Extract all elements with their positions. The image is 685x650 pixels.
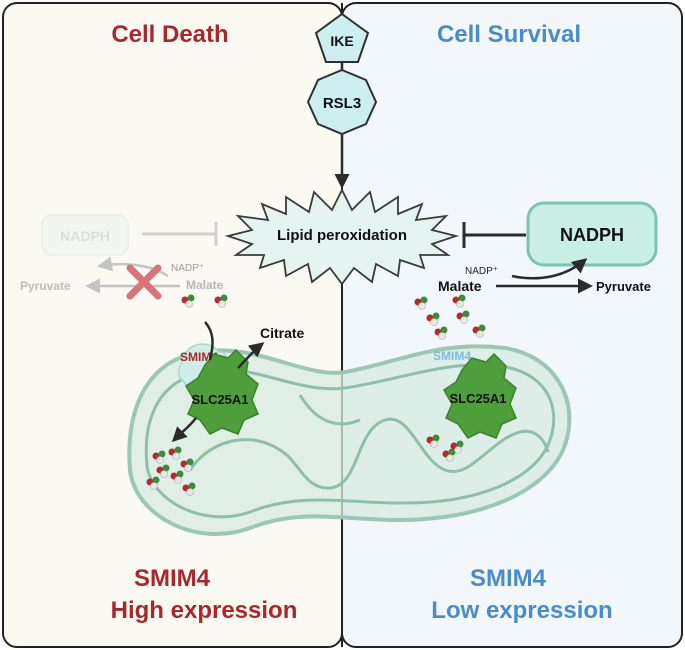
right-inhibition-line (462, 222, 526, 248)
left-slc25a1-label: SLC25A1 (191, 392, 248, 407)
left-nadph-box: NADPH (41, 214, 129, 256)
left-panel-title: Cell Death (111, 21, 228, 48)
left-caption-expression: High expression (111, 597, 298, 624)
right-pyruvate-label: Pyruvate (596, 279, 651, 294)
inhibition-cross-icon (126, 264, 162, 300)
left-nadp-label: NADP⁺ (171, 263, 204, 274)
left-inhibition-line (142, 222, 218, 246)
left-malate-inflow-arrow (171, 417, 197, 443)
right-nadph-box: NADPH (526, 201, 658, 267)
left-caption-gene: SMIM4 (134, 565, 211, 592)
right-nadph-label: NADPH (560, 225, 624, 245)
right-slc25a1-transporter: SLC25A1 (443, 352, 517, 439)
right-nadp-to-nadph-arrow (511, 258, 588, 280)
left-malate-molecules-matrix (146, 446, 196, 496)
right-nadp-label: NADP⁺ (465, 266, 498, 277)
left-nadp-to-nadph-arrow (97, 256, 169, 278)
lipid-peroxidation-label: Lipid peroxidation (277, 227, 407, 244)
left-citrate-export-arrow (237, 342, 265, 369)
left-malate-import-path (204, 321, 214, 361)
left-slc25a1-transporter: SLC25A1 (185, 348, 259, 435)
rsl3-label: RSL3 (323, 95, 361, 112)
right-malate-label: Malate (438, 278, 482, 294)
right-panel-title: Cell Survival (437, 21, 581, 48)
left-malate-label: Malate (186, 278, 224, 292)
lipid-peroxidation-burst: Lipid peroxidation (224, 187, 460, 286)
right-caption-expression: Low expression (431, 597, 612, 624)
right-caption-gene: SMIM4 (470, 565, 547, 592)
right-smim4-label: SMIM4 (433, 349, 471, 363)
right-panel (341, 2, 683, 648)
ike-badge: IKE (314, 12, 370, 63)
left-malate-molecules-top (181, 294, 228, 308)
right-malate-molecules-cytosol (414, 294, 486, 340)
left-pyruvate-label: Pyruvate (20, 279, 71, 293)
right-slc25a1-label: SLC25A1 (449, 391, 506, 406)
left-citrate-label: Citrate (260, 325, 305, 341)
left-nadph-label: NADPH (60, 228, 110, 244)
right-malate-molecules-matrix (426, 434, 464, 462)
ike-label: IKE (330, 33, 353, 49)
rsl3-badge: RSL3 (306, 68, 378, 136)
